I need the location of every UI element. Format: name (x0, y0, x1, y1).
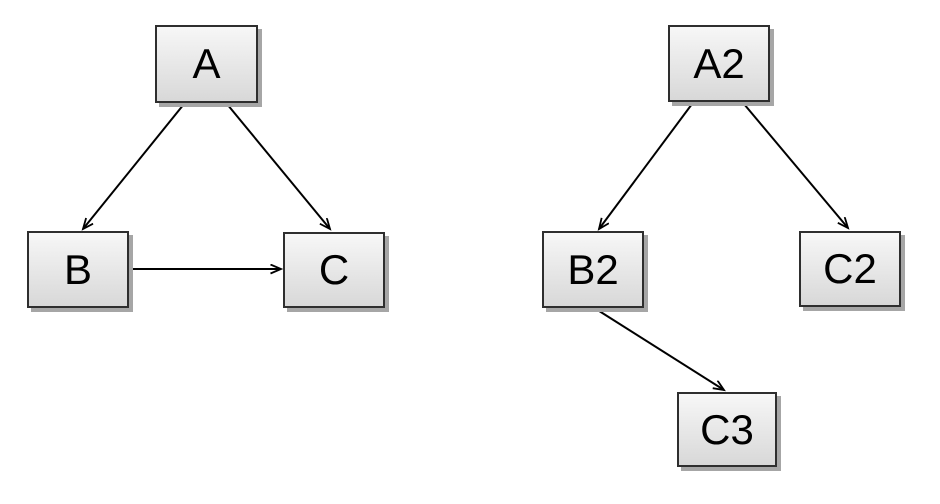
edge-A-B (83, 103, 185, 229)
node-label: C2 (823, 245, 877, 292)
node-label: A (192, 40, 221, 87)
node-label: C3 (700, 405, 754, 453)
node-C3: C3 (677, 392, 777, 467)
edge-A-C (226, 103, 330, 229)
node-label: A2 (693, 39, 745, 87)
node-A2: A2 (668, 25, 770, 102)
node-A: A (155, 25, 258, 103)
edge-A2-C2 (743, 103, 848, 228)
node-C: C (283, 232, 385, 308)
node-B2: B2 (542, 231, 644, 308)
edge-B2-C3 (595, 308, 724, 390)
node-B: B (27, 231, 129, 308)
node-label: B2 (567, 245, 619, 293)
edge-A2-B2 (599, 103, 693, 229)
node-label: C (318, 246, 350, 293)
node-label: B (63, 245, 92, 293)
node-C2: C2 (799, 231, 901, 307)
